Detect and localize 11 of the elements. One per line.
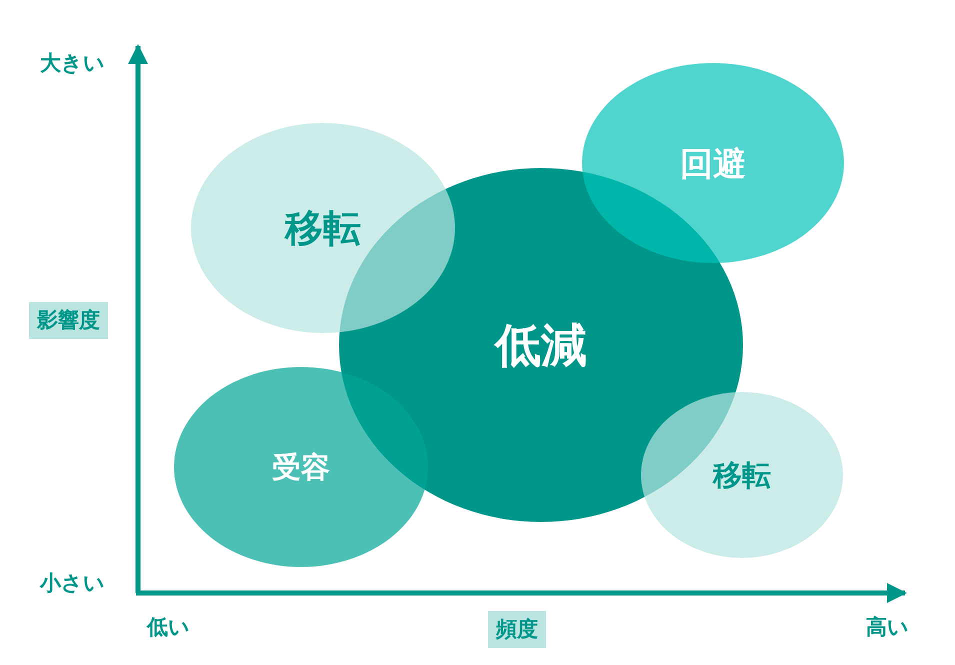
ellipse-label: 受容 (272, 452, 330, 482)
ellipse-label: 低減 (495, 322, 587, 368)
axis-end-label: 小さい (40, 573, 105, 594)
axis-title: 影響度 (29, 302, 108, 339)
axis-end-label: 大きい (40, 53, 105, 74)
ellipse-label: 回避 (680, 146, 746, 180)
axis-title: 頻度 (488, 611, 546, 648)
axis-end-label: 低い (147, 617, 190, 638)
ellipse-label: 移転 (285, 209, 361, 247)
axis-end-label: 高い (866, 617, 909, 638)
ellipse-label: 移転 (713, 460, 771, 490)
